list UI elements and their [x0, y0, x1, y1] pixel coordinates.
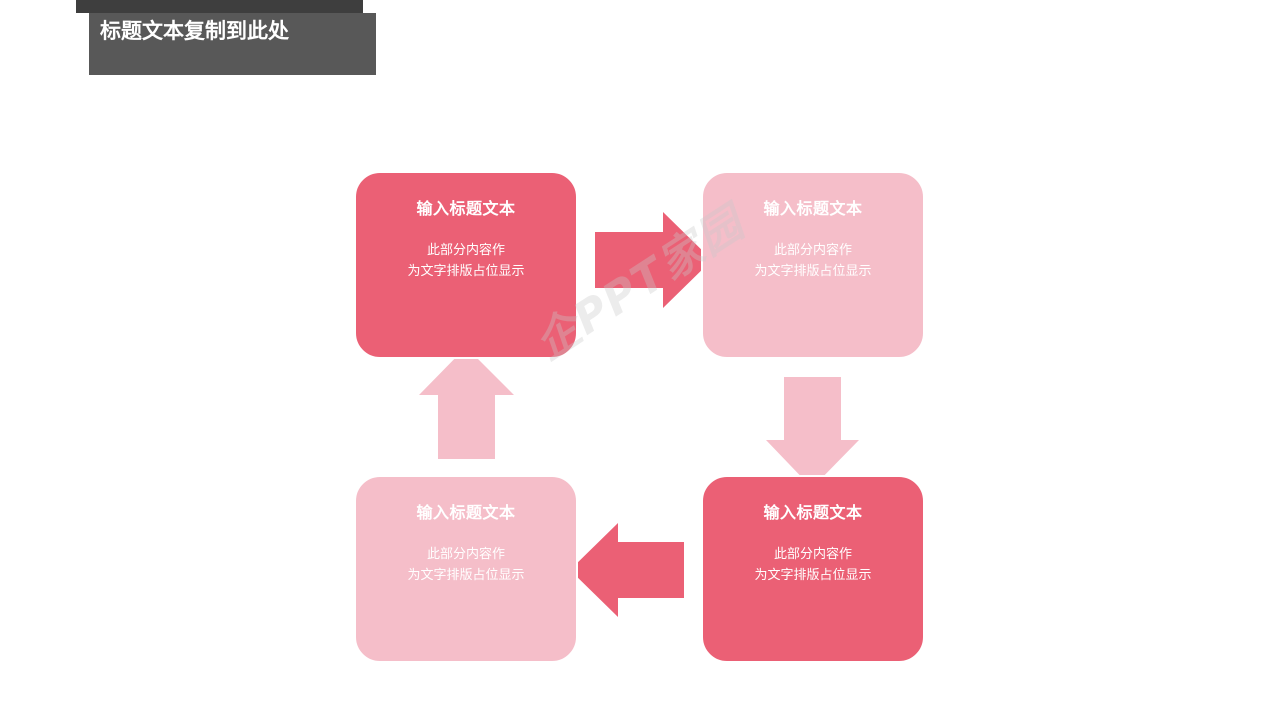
step-box-top-left[interactable]: 输入标题文本 此部分内容作 为文字排版占位显示	[354, 171, 578, 359]
step-box-top-right[interactable]: 输入标题文本 此部分内容作 为文字排版占位显示	[701, 171, 925, 359]
step-desc-line2: 为文字排版占位显示	[407, 264, 525, 279]
title-banner	[89, 13, 376, 75]
step-title: 输入标题文本	[416, 503, 516, 522]
step-box-bottom-right[interactable]: 输入标题文本 此部分内容作 为文字排版占位显示	[701, 475, 925, 663]
slide-title[interactable]: 标题文本复制到此处	[100, 19, 289, 43]
step-title: 输入标题文本	[763, 199, 863, 218]
step-desc-line1: 此部分内容作	[773, 547, 852, 562]
title-banner-shadow	[76, 0, 363, 13]
arrow-up	[419, 347, 514, 459]
step-box-bottom-left[interactable]: 输入标题文本 此部分内容作 为文字排版占位显示	[354, 475, 578, 663]
step-desc-line1: 此部分内容作	[426, 547, 505, 562]
step-title: 输入标题文本	[416, 199, 516, 218]
arrow-down	[766, 377, 859, 488]
step-desc-line2: 为文字排版占位显示	[754, 568, 872, 583]
step-desc-line1: 此部分内容作	[773, 243, 852, 258]
step-desc-line1: 此部分内容作	[426, 243, 505, 258]
step-desc-line2: 为文字排版占位显示	[754, 264, 872, 279]
step-title: 输入标题文本	[763, 503, 863, 522]
step-desc-line2: 为文字排版占位显示	[407, 568, 525, 583]
arrow-left	[570, 523, 684, 617]
